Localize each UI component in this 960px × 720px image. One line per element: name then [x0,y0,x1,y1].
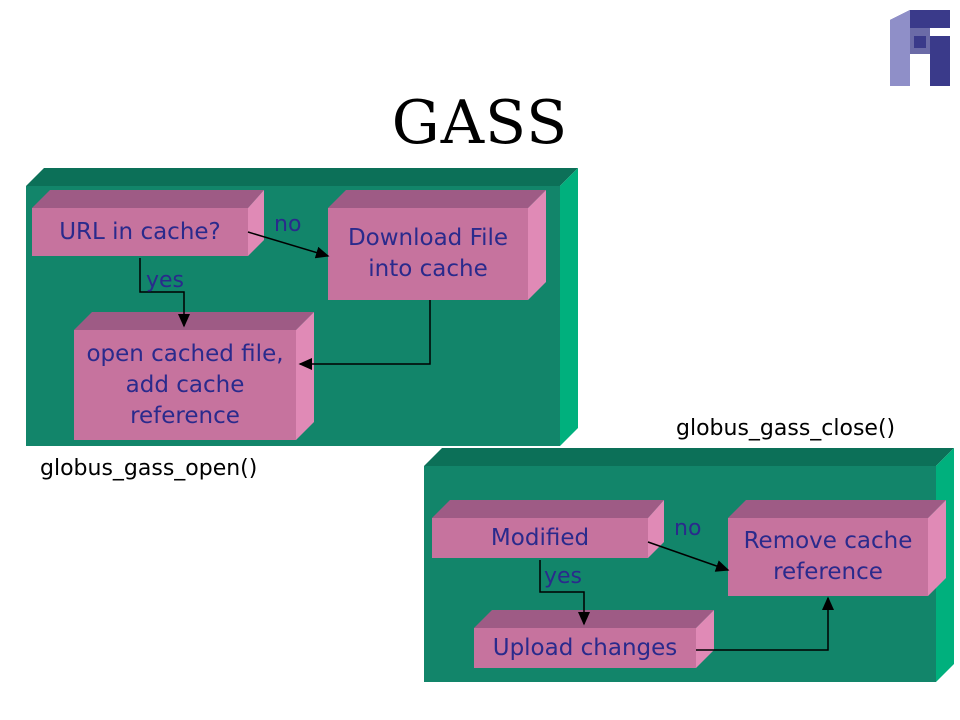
no-arrow [247,231,330,259]
no-edge-label: no [274,212,302,237]
no-arrow [647,541,730,572]
upload-changes-node: Upload changes [474,628,696,668]
url-in-cache-label: URL in cache? [59,218,221,245]
upload-to-remove-arrow [696,596,834,651]
open-caption: globus_gass_open() [40,456,258,481]
yes-arrow [139,258,190,328]
open-cached-label: open cached file, add cache reference [86,340,284,429]
download-file-label: Download File into cache [347,225,509,282]
open-cached-node: open cached file, add cache reference [74,330,296,440]
remove-cache-node: Remove cache reference [728,518,928,596]
url-in-cache-node: URL in cache? [32,208,248,256]
remove-cache-label: Remove cache reference [743,528,913,585]
download-file-node: Download File into cache [328,208,528,300]
logo-icon [890,10,950,86]
modified-node: Modified [432,518,648,558]
no-edge-label: no [674,516,702,541]
close-caption: globus_gass_close() [676,416,896,441]
yes-edge-label: yes [544,564,583,589]
yes-edge-label: yes [146,268,185,293]
upload-changes-label: Upload changes [492,634,678,661]
modified-label: Modified [490,524,590,551]
slide-title: GASS [391,88,569,158]
download-to-open-arrow [298,300,431,370]
yes-arrow [539,560,590,626]
